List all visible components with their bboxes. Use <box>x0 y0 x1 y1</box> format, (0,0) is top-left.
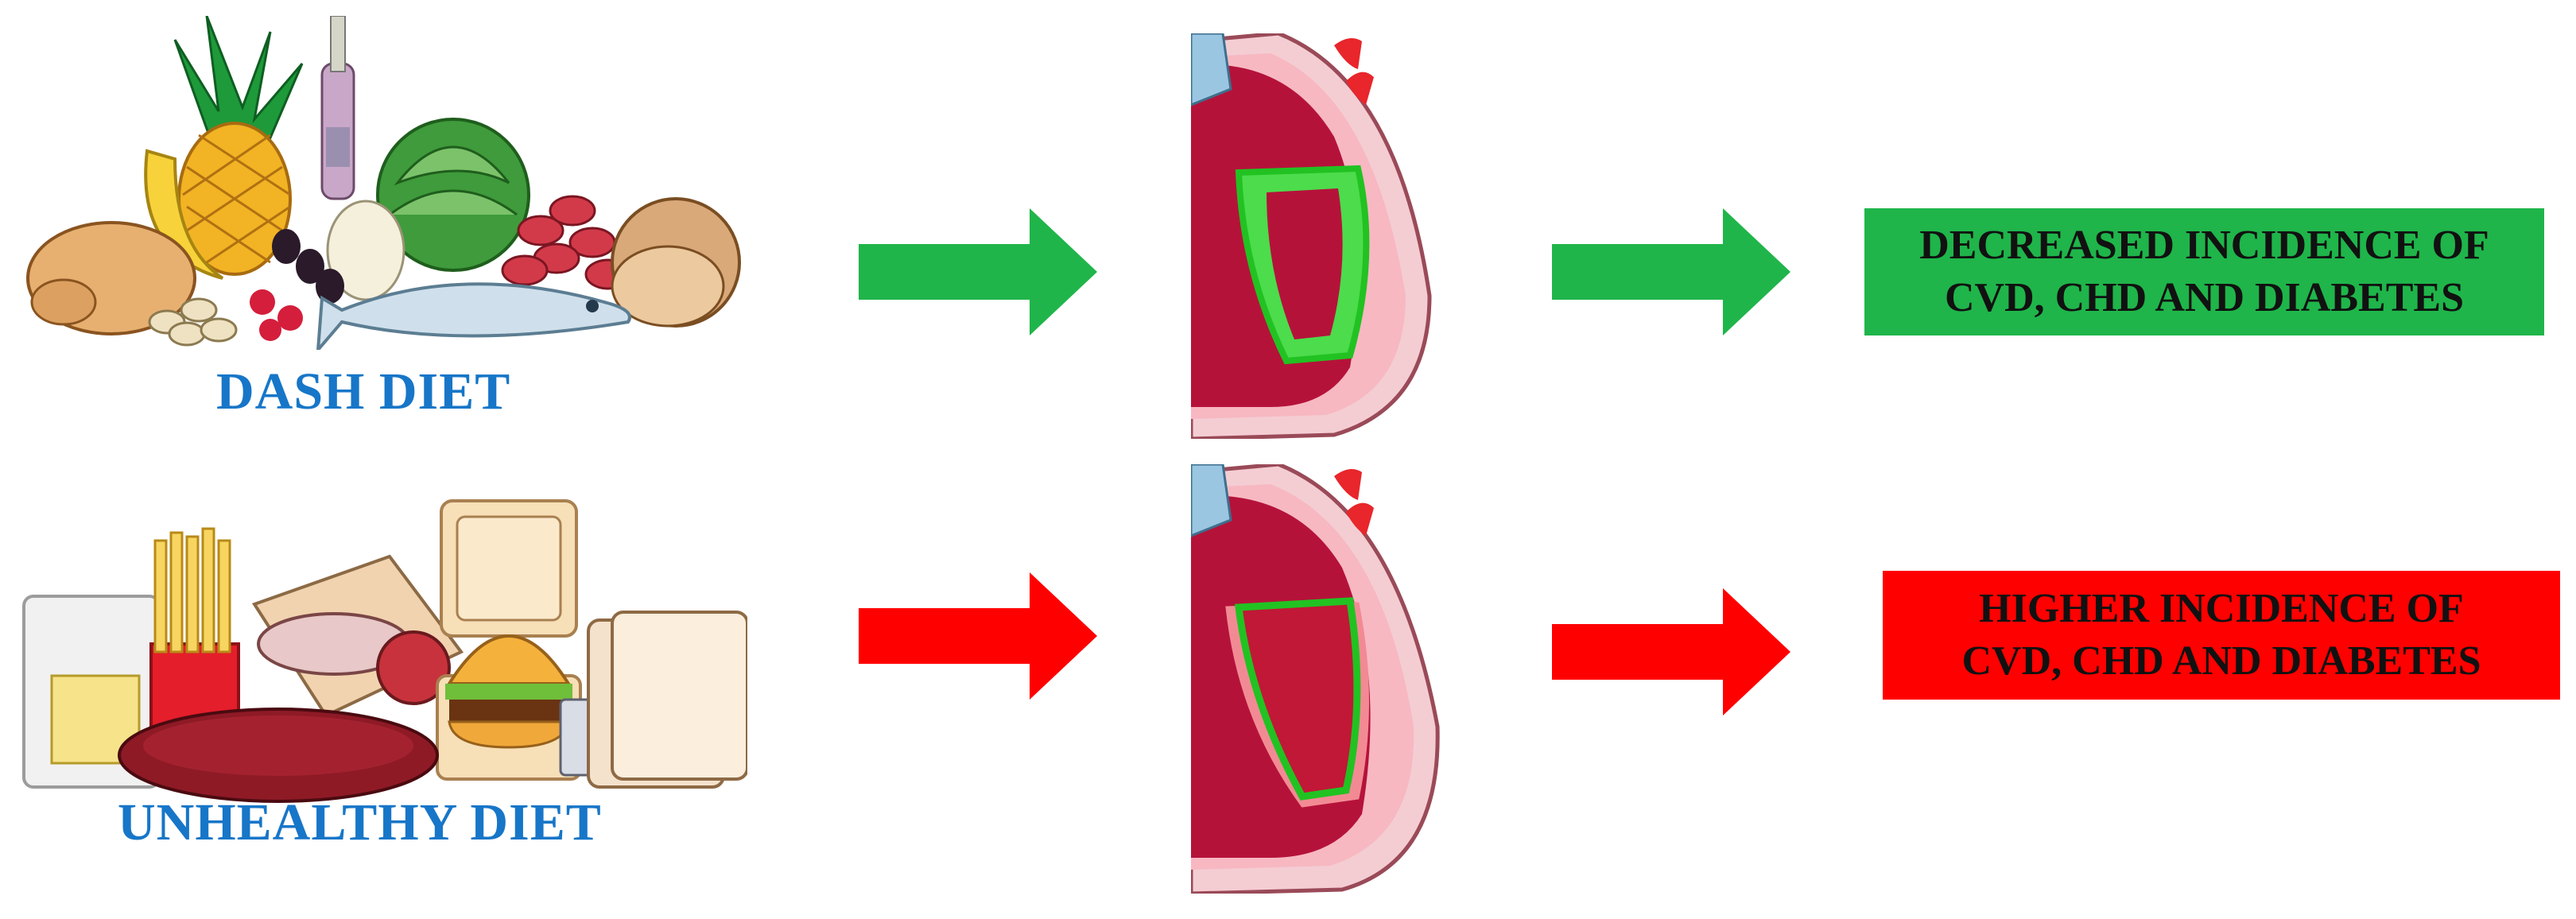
outcome-box-decreased: DECREASED INCIDENCE OF CVD, CHD AND DIAB… <box>1864 208 2544 335</box>
heart-illustration-healthy <box>1191 33 1445 439</box>
arrow-shape <box>859 208 1097 335</box>
outcome-line-1: HIGHER INCIDENCE OF <box>1979 586 2464 631</box>
heart-illustration-unhealthy <box>1191 464 1445 894</box>
outcome-line-2: CVD, CHD AND DIABETES <box>1945 275 2464 320</box>
arrow-right-green-2 <box>1552 208 1790 335</box>
arrow-right-green <box>859 208 1097 335</box>
outcome-box-higher: HIGHER INCIDENCE OF CVD, CHD AND DIABETE… <box>1883 571 2560 700</box>
arrow-shape <box>1552 208 1790 335</box>
arrow-right-red-2 <box>1552 588 1790 715</box>
arrow-shape <box>1552 588 1790 715</box>
unhealthy-food-illustration <box>22 499 747 803</box>
unhealthy-diet-label: UNHEALTHY DIET <box>118 793 602 851</box>
left-ventricle-wall-outline <box>1234 597 1361 801</box>
healthy-food-illustration <box>26 16 741 350</box>
outcome-line-2: CVD, CHD AND DIABETES <box>1961 638 2481 684</box>
arrow-shape <box>859 572 1097 700</box>
outcome-line-1: DECREASED INCIDENCE OF <box>1919 223 2489 268</box>
arrow-right-red <box>859 572 1097 700</box>
dash-diet-label: DASH DIET <box>216 363 511 421</box>
